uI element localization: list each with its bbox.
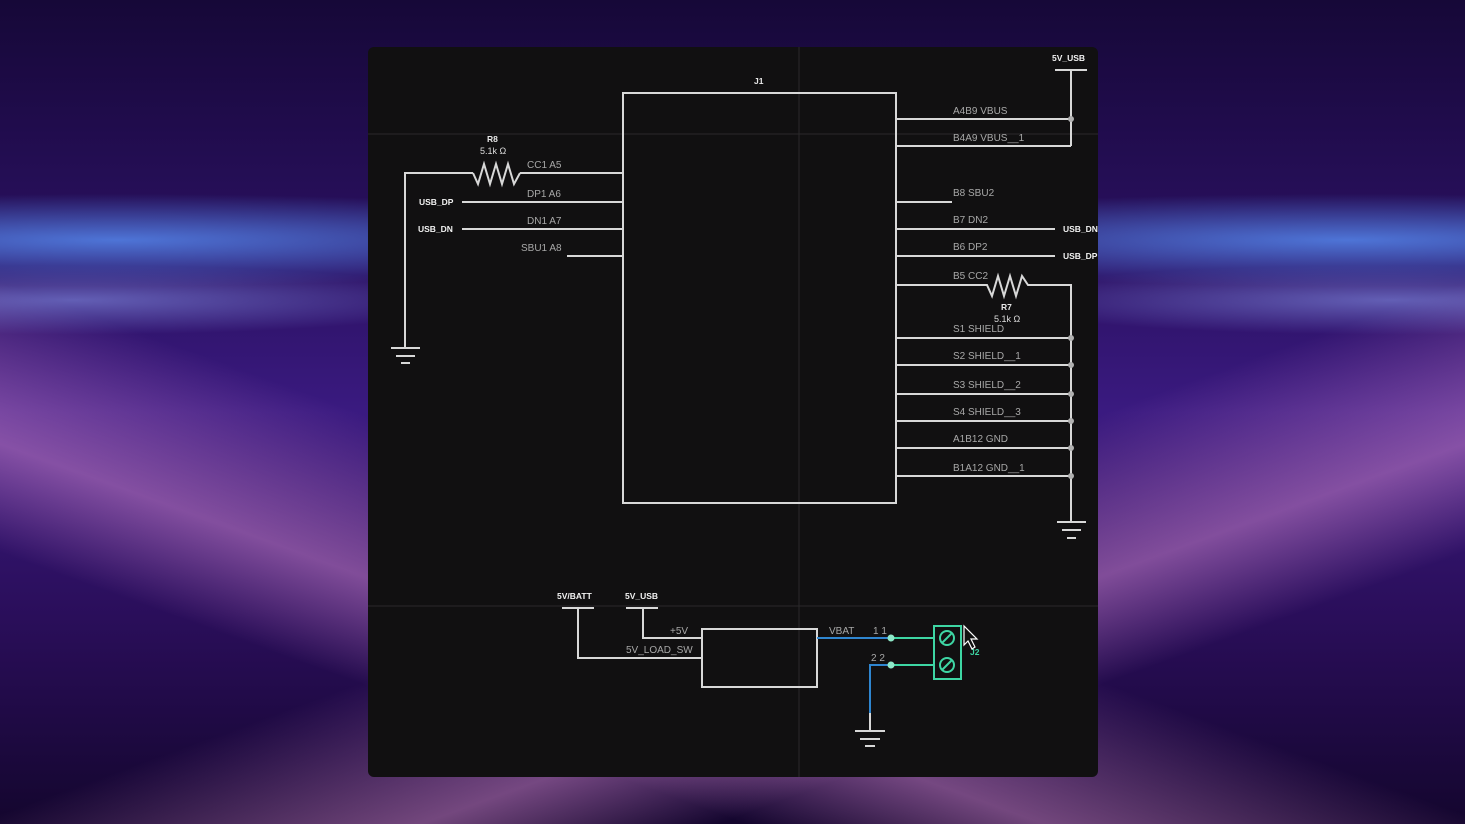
pin-label: A4B9 VBUS <box>953 106 1008 117</box>
r7-value: 5.1k Ω <box>994 314 1021 324</box>
pin-label: S1 SHIELD <box>953 324 1004 335</box>
junction-dots <box>1068 335 1074 479</box>
j2-ref: J2 <box>970 647 980 657</box>
pin-label: B6 DP2 <box>953 242 988 253</box>
resistor-r8[interactable] <box>472 160 521 188</box>
pin-label: +5V <box>670 626 688 637</box>
pin-label: S2 SHIELD__1 <box>953 351 1021 362</box>
pin-dot <box>887 634 895 642</box>
pin-label: S3 SHIELD__2 <box>953 380 1021 391</box>
pin-label: B5 CC2 <box>953 271 988 282</box>
pin-label: VBAT <box>829 626 854 637</box>
wire-shield-gnd[interactable] <box>896 337 1071 477</box>
pin-label: A1B12 GND <box>953 434 1008 445</box>
wire-gnd-selected[interactable] <box>869 664 891 713</box>
wire-cc2-gnd[interactable] <box>896 284 1072 522</box>
ground-icon <box>391 347 420 364</box>
pin-label: CC1 A5 <box>527 160 562 171</box>
pin-label: B1A12 GND__1 <box>953 463 1025 474</box>
pin-label: B8 SBU2 <box>953 188 995 199</box>
mouse-cursor-icon <box>963 624 979 650</box>
net-label-usb-dn[interactable]: USB_DN <box>418 224 453 234</box>
net-label-usb-dp[interactable]: USB_DP <box>419 197 454 207</box>
pin-label: S4 SHIELD__3 <box>953 407 1021 418</box>
junction-dot <box>1068 116 1074 122</box>
pin-label: 1 1 <box>873 626 887 637</box>
grid-lines <box>368 47 1098 777</box>
wire-power-in[interactable] <box>562 607 702 659</box>
load-switch-section: 5V/BATT 5V_USB +5V 5V_LOAD_SW VBAT 1 1 2… <box>557 591 980 747</box>
connector-j2[interactable]: J2 <box>933 625 980 680</box>
power-port-5v-usb[interactable]: 5V_USB <box>1052 53 1085 63</box>
j1-body[interactable] <box>622 92 897 504</box>
ground-icon <box>855 730 885 747</box>
pin-label: 5V_LOAD_SW <box>626 645 693 656</box>
power-port-5v-batt[interactable]: 5V/BATT <box>557 591 593 601</box>
j2-pin-wires[interactable] <box>891 637 934 666</box>
load-switch-body[interactable] <box>701 628 818 688</box>
resistor-r7[interactable] <box>977 272 1037 300</box>
pin-label: SBU1 A8 <box>521 243 562 254</box>
wire-cc1[interactable] <box>404 172 623 348</box>
power-port-5v-usb[interactable]: 5V_USB <box>625 591 658 601</box>
pin-label: B4A9 VBUS__1 <box>953 133 1025 144</box>
j1-right-pins: A4B9 VBUS B4A9 VBUS__1 B8 SBU2 B7 DN2 B6… <box>896 53 1098 539</box>
r8-ref: R8 <box>487 134 498 144</box>
ground-icon <box>1057 521 1086 539</box>
pin-label: DN1 A7 <box>527 216 562 227</box>
net-label-usb-dp[interactable]: USB_DP <box>1063 251 1098 261</box>
connector-j1[interactable]: J1 <box>622 76 897 504</box>
j1-ref: J1 <box>754 76 764 86</box>
r7-ref: R7 <box>1001 302 1012 312</box>
pin-label: 2 2 <box>871 653 885 664</box>
pin-dot <box>887 661 895 669</box>
r8-value: 5.1k Ω <box>480 146 507 156</box>
wire-vbus[interactable] <box>896 69 1087 147</box>
net-label-usb-dn[interactable]: USB_DN <box>1063 224 1098 234</box>
schematic-canvas[interactable] <box>368 47 1098 777</box>
j1-left-pins: CC1 A5 DP1 A6 DN1 A7 SBU1 A8 R8 5.1k Ω U… <box>391 134 623 364</box>
pin-label: B7 DN2 <box>953 215 988 226</box>
pin-label: DP1 A6 <box>527 189 561 200</box>
